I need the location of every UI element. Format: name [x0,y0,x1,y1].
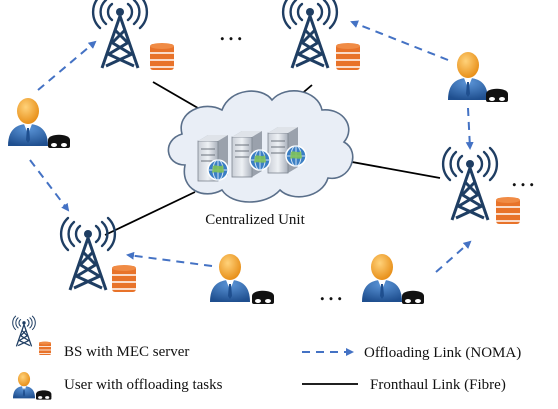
base-station-top-center [281,0,361,71]
legend: BS with MEC server User with offloading … [12,315,521,400]
offloading-link [126,251,213,267]
antenna-tower-icon [91,0,149,70]
vr-headset-icon [486,88,508,102]
offloading-link [435,240,472,273]
globe-icon [207,159,229,181]
legend-bs-mec-label: BS with MEC server [64,344,189,360]
legend-offloading-label: Offloading Link (NOMA) [364,345,521,361]
offloading-links [29,20,474,273]
user-avatar-icon [210,254,250,302]
ellipsis-right: … [510,163,536,192]
globe-icon [285,145,307,167]
base-station-bottom-left [59,216,137,293]
user-avatar-icon [13,372,35,399]
legend-user: User with offloading tasks [13,372,223,400]
user-bottom-center [210,254,274,304]
vr-headset-icon [48,134,70,148]
centralized-unit-cloud [167,90,354,203]
user-avatar-icon [448,52,488,100]
offloading-link [29,159,70,212]
vr-headset-icon [36,390,52,400]
antenna-tower-icon [281,0,339,70]
offloading-link [465,107,474,150]
legend-fronthaul-label: Fronthaul Link (Fibre) [370,377,506,393]
offloading-link [350,20,449,61]
cloud-label: Centralized Unit [205,212,305,228]
mec-server-database-icon [335,42,361,71]
globe-icon [249,149,271,171]
user-bottom-right [362,254,424,304]
legend-user-label: User with offloading tasks [64,377,223,393]
mec-server-database-icon [149,42,175,71]
mec-server-database-icon [111,264,137,293]
legend-bs-mec: BS with MEC server [12,315,189,360]
legend-fronthaul: Fronthaul Link (Fibre) [302,377,506,393]
antenna-tower-icon [441,146,499,222]
antenna-tower-icon [59,216,117,292]
user-top-right [448,52,508,102]
user-avatar-icon [8,98,48,146]
base-station-right [441,146,521,225]
ellipsis-bottom: … [318,277,344,306]
vr-headset-icon [252,290,274,304]
legend-offloading: Offloading Link (NOMA) [302,345,521,361]
vr-headset-icon [402,290,424,304]
antenna-tower-icon [12,315,36,347]
mec-server-database-icon [38,341,52,356]
user-left [8,98,70,148]
ellipsis-top: … [218,17,244,46]
mec-server-database-icon [495,196,521,225]
user-avatar-icon [362,254,402,302]
base-station-top-left [91,0,175,71]
offloading-link [37,40,97,91]
fronthaul-link [104,191,196,236]
